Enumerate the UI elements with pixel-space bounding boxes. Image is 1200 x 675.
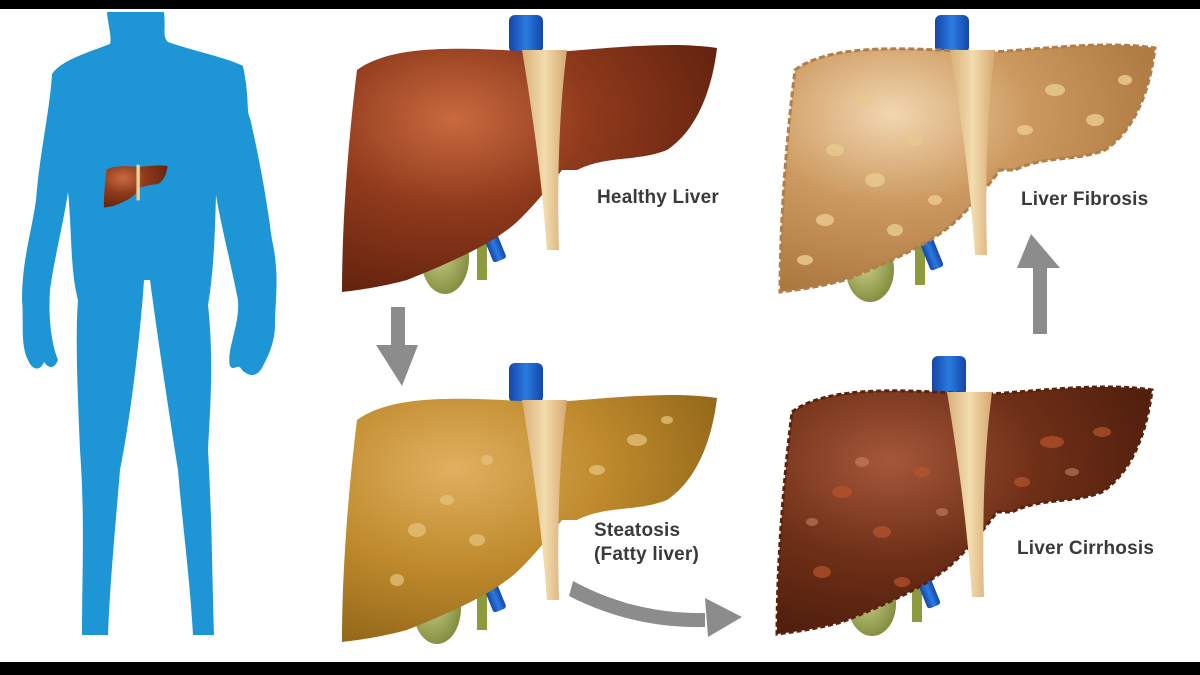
- fibrosis-liver: [778, 15, 1157, 302]
- letterbox-top: [0, 0, 1200, 9]
- body-silhouette: [22, 12, 277, 635]
- vena-cava-icon: [932, 356, 966, 396]
- label-liver-fibrosis: Liver Fibrosis: [1021, 189, 1149, 210]
- vena-cava-icon: [509, 15, 543, 53]
- healthy-liver: [342, 15, 717, 294]
- label-liver-cirrhosis: Liver Cirrhosis: [1017, 538, 1155, 559]
- cirrhosis-liver: [775, 356, 1154, 636]
- arrow-cirrhosis-to-fibrosis: [1017, 234, 1060, 334]
- steatosis-liver: [342, 363, 717, 644]
- label-healthy-liver: Healthy Liver: [597, 187, 719, 208]
- body-liver-icon: [103, 164, 168, 208]
- arrow-steatosis-to-cirrhosis: [569, 581, 742, 637]
- vena-cava-icon: [509, 363, 543, 403]
- label-steatosis: Steatosis (Fatty liver): [594, 519, 699, 567]
- label-steatosis-line1: Steatosis: [594, 520, 681, 541]
- label-steatosis-line2: (Fatty liver): [594, 544, 700, 565]
- letterbox-bottom: [0, 662, 1200, 675]
- arrow-healthy-to-steatosis: [376, 307, 418, 386]
- vena-cava-icon: [935, 15, 969, 53]
